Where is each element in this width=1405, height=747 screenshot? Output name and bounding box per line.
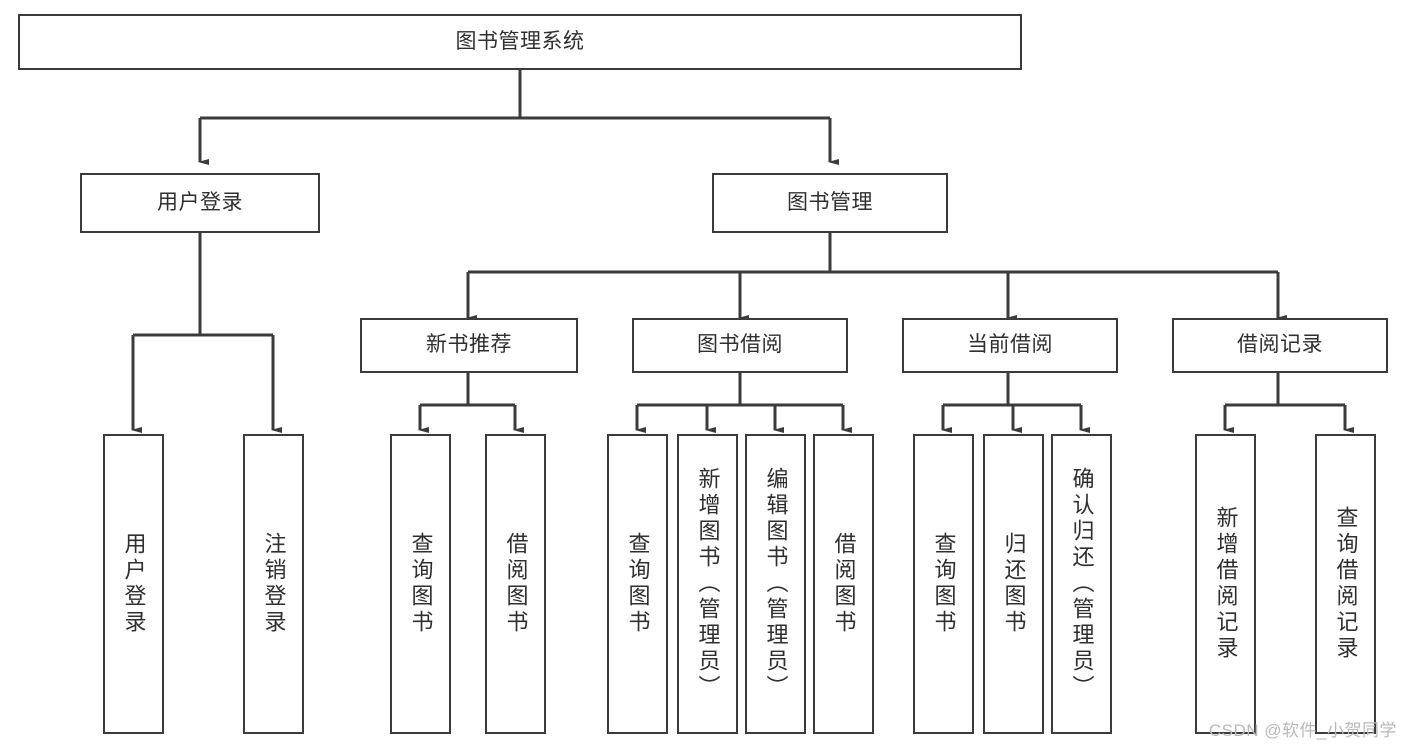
node-book-borrow[interactable]: 图书借阅 bbox=[632, 318, 848, 373]
node-root-system-label: 图书管理系统 bbox=[455, 29, 585, 53]
node-leaf-recommend-borrow-book-label: 借阅图书 bbox=[503, 532, 529, 636]
node-leaf-borrow-query-book-label: 查询图书 bbox=[625, 532, 651, 636]
node-new-book-recommend[interactable]: 新书推荐 bbox=[360, 318, 578, 373]
node-leaf-record-add-label: 新增借阅记录 bbox=[1213, 506, 1239, 662]
node-leaf-current-confirm-return-label: 确认归还（管理员） bbox=[1069, 467, 1095, 701]
node-leaf-borrow-edit-book-label: 编辑图书（管理员） bbox=[763, 467, 789, 701]
watermark-text: CSDN @软件_小贺同学 bbox=[1208, 721, 1397, 740]
node-leaf-user-login[interactable]: 用户登录 bbox=[103, 434, 164, 734]
node-new-book-recommend-label: 新书推荐 bbox=[426, 333, 512, 357]
node-current-borrow-label: 当前借阅 bbox=[967, 333, 1053, 357]
node-leaf-borrow-add-book[interactable]: 新增图书（管理员） bbox=[677, 434, 738, 734]
node-leaf-user-login-label: 用户登录 bbox=[121, 532, 147, 636]
node-leaf-user-logout[interactable]: 注销登录 bbox=[243, 434, 304, 734]
node-leaf-current-return-book[interactable]: 归还图书 bbox=[983, 434, 1044, 734]
node-borrow-record-label: 借阅记录 bbox=[1237, 333, 1323, 357]
node-root-system[interactable]: 图书管理系统 bbox=[18, 14, 1022, 70]
node-leaf-borrow-edit-book[interactable]: 编辑图书（管理员） bbox=[745, 434, 806, 734]
node-leaf-current-query-book-label: 查询图书 bbox=[931, 532, 957, 636]
node-leaf-recommend-borrow-book[interactable]: 借阅图书 bbox=[485, 434, 546, 734]
node-leaf-borrow-add-book-label: 新增图书（管理员） bbox=[695, 467, 721, 701]
node-user-login[interactable]: 用户登录 bbox=[80, 173, 320, 233]
node-leaf-recommend-query-book[interactable]: 查询图书 bbox=[390, 434, 451, 734]
node-leaf-current-return-book-label: 归还图书 bbox=[1001, 532, 1027, 636]
node-user-login-label: 用户登录 bbox=[157, 190, 243, 214]
node-leaf-user-logout-label: 注销登录 bbox=[261, 532, 287, 636]
node-leaf-recommend-query-book-label: 查询图书 bbox=[408, 532, 434, 636]
node-leaf-record-query[interactable]: 查询借阅记录 bbox=[1315, 434, 1376, 734]
node-leaf-borrow-lend-book-label: 借阅图书 bbox=[831, 532, 857, 636]
node-leaf-current-query-book[interactable]: 查询图书 bbox=[913, 434, 974, 734]
node-leaf-record-add[interactable]: 新增借阅记录 bbox=[1195, 434, 1256, 734]
node-current-borrow[interactable]: 当前借阅 bbox=[902, 318, 1118, 373]
node-leaf-record-query-label: 查询借阅记录 bbox=[1333, 506, 1359, 662]
node-book-borrow-label: 图书借阅 bbox=[697, 333, 783, 357]
node-leaf-borrow-lend-book[interactable]: 借阅图书 bbox=[813, 434, 874, 734]
node-book-management-label: 图书管理 bbox=[787, 190, 873, 214]
node-leaf-current-confirm-return[interactable]: 确认归还（管理员） bbox=[1051, 434, 1112, 734]
node-leaf-borrow-query-book[interactable]: 查询图书 bbox=[607, 434, 668, 734]
node-borrow-record[interactable]: 借阅记录 bbox=[1172, 318, 1388, 373]
node-book-management[interactable]: 图书管理 bbox=[712, 173, 948, 233]
